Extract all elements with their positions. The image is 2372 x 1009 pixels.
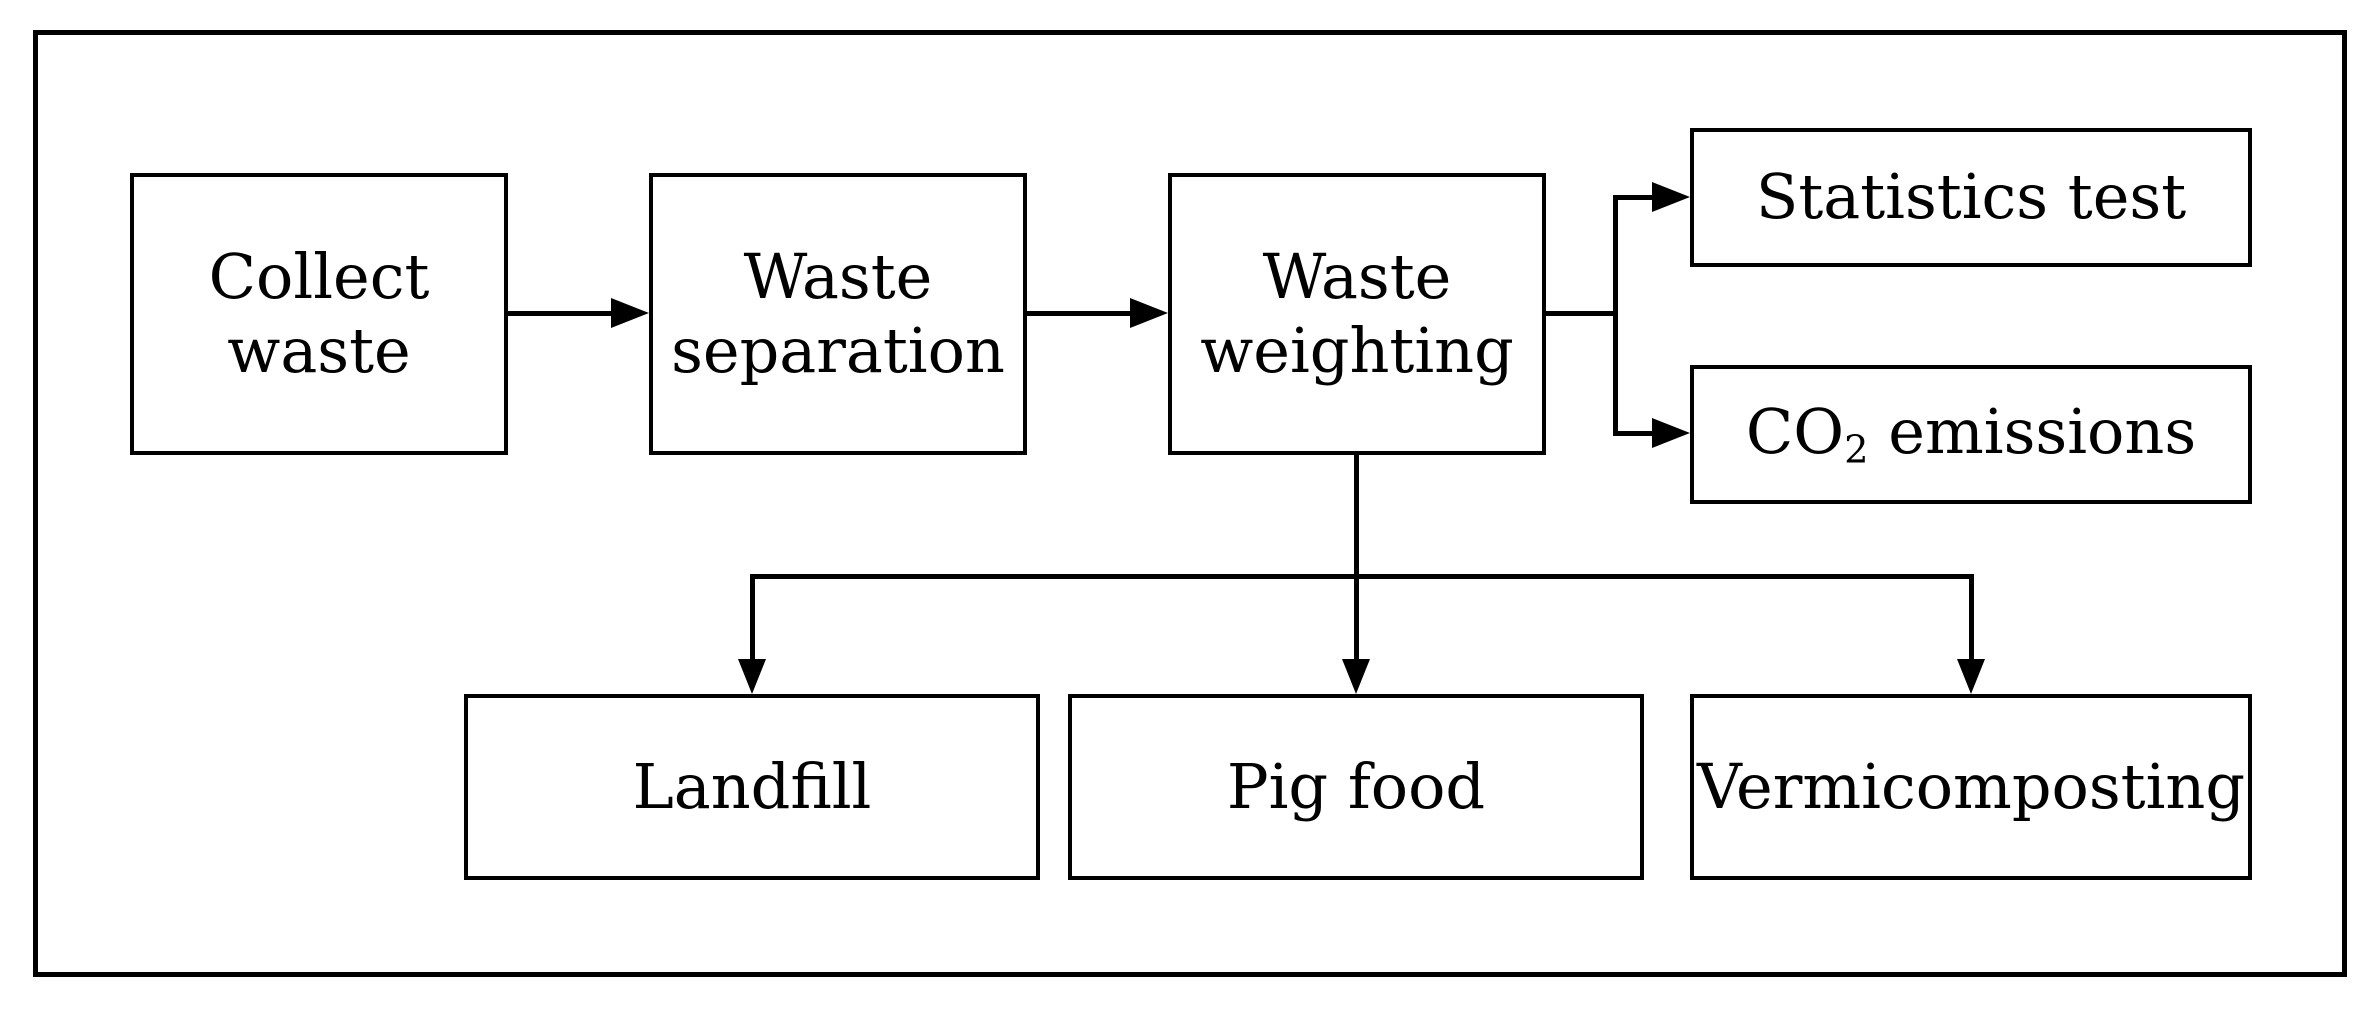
node-pig-food: Pig food: [1068, 694, 1644, 880]
node-waste-weighting: Waste weighting: [1168, 173, 1546, 455]
node-label: Vermicomposting: [1696, 749, 2246, 823]
node-collect-waste: Collect waste: [130, 173, 508, 455]
node-label: Statistics test: [1755, 160, 2187, 234]
arrow-to-statistics-line: [1613, 195, 1654, 200]
node-label: Pig food: [1226, 749, 1486, 823]
node-waste-separation: Waste separation: [649, 173, 1027, 455]
node-statistics-test: Statistics test: [1690, 128, 2252, 267]
node-landfill: Landfill: [464, 694, 1040, 880]
co2-prefix: CO: [1745, 395, 1845, 469]
co2-subscript: 2: [1844, 427, 1869, 473]
arrow-separation-to-weighting-line: [1027, 311, 1132, 316]
node-label: Landfill: [632, 749, 872, 823]
connector-landfill-vertical: [750, 574, 755, 661]
arrowhead-right: [1652, 418, 1690, 448]
node-label: CO2 emissions: [1746, 395, 2196, 474]
node-label: weighting: [1200, 314, 1514, 387]
node-co2-emissions: CO2 emissions: [1690, 365, 2252, 504]
co2-suffix: emissions: [1868, 395, 2197, 469]
arrow-collect-to-separation-line: [508, 311, 613, 316]
node-vermicomposting: Vermicomposting: [1690, 694, 2252, 880]
arrow-to-co2-line: [1613, 431, 1654, 436]
arrowhead-down: [1342, 659, 1370, 694]
arrowhead-right: [611, 298, 649, 328]
connector-vermicomposting-vertical: [1969, 574, 1974, 661]
connector-bottom-branch-horizontal: [750, 574, 1974, 579]
connector-weighting-right-stub: [1546, 311, 1618, 316]
arrowhead-right: [1652, 182, 1690, 212]
arrowhead-right: [1130, 298, 1168, 328]
node-label: Collect: [208, 239, 430, 313]
connector-right-branch-vertical: [1613, 195, 1618, 436]
arrowhead-down: [1957, 659, 1985, 694]
node-label: separation: [671, 314, 1005, 387]
arrowhead-down: [738, 659, 766, 694]
node-label: waste: [227, 314, 411, 387]
node-label: Waste: [743, 239, 933, 313]
node-label: Waste: [1262, 239, 1452, 313]
connector-weighting-down-vertical: [1354, 455, 1359, 661]
diagram-border: [33, 30, 2347, 977]
